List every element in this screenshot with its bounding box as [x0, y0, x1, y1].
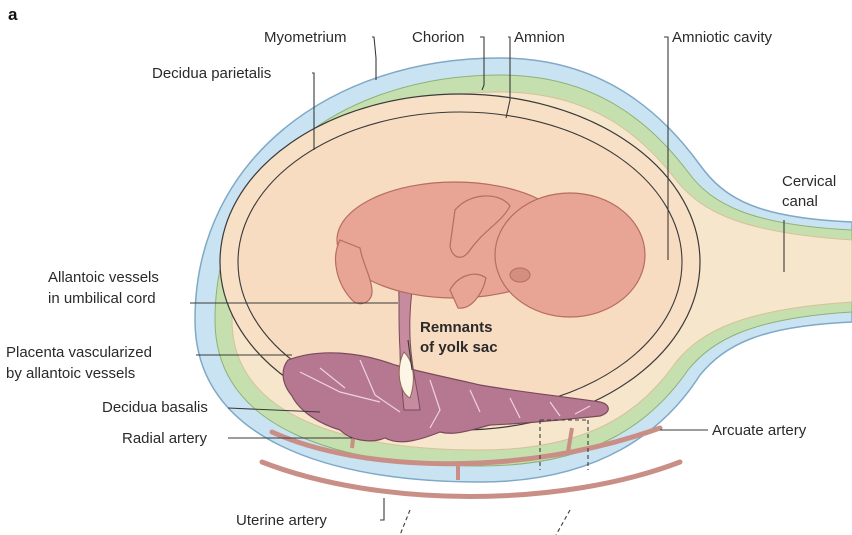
label-uterine-artery: Uterine artery — [236, 512, 327, 529]
label-placenta-2: by allantoic vessels — [6, 365, 135, 382]
label-decidua-parietalis: Decidua parietalis — [152, 65, 271, 82]
label-placenta-1: Placenta vascularized — [6, 344, 152, 361]
label-allantoic-vessels-2: in umbilical cord — [48, 290, 156, 307]
label-decidua-basalis: Decidua basalis — [102, 399, 208, 416]
label-allantoic-vessels-1: Allantoic vessels — [48, 269, 159, 286]
label-remnants-2: of yolk sac — [420, 339, 498, 356]
label-amnion: Amnion — [514, 29, 565, 46]
label-cervical-canal-1: Cervical — [782, 173, 836, 190]
label-chorion: Chorion — [412, 29, 465, 46]
label-remnants-1: Remnants — [420, 319, 493, 336]
label-arcuate-artery: Arcuate artery — [712, 422, 807, 439]
panel-label: a — [8, 5, 18, 24]
label-radial-artery: Radial artery — [122, 430, 208, 447]
label-myometrium: Myometrium — [264, 29, 347, 46]
label-cervical-canal-2: canal — [782, 193, 818, 210]
label-amniotic-cavity: Amniotic cavity — [672, 29, 773, 46]
